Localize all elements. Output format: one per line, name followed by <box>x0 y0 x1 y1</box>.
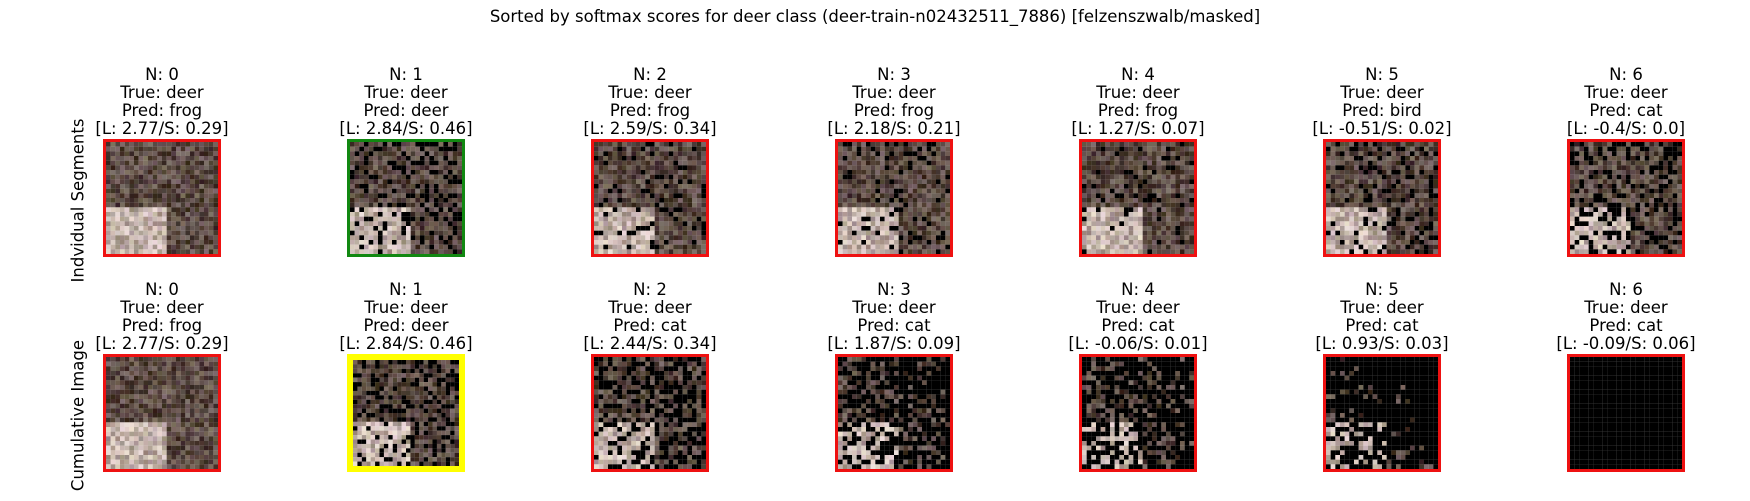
panel-title-pred: Pred: frog <box>1016 102 1260 120</box>
panel-title-scores: [L: 2.18/S: 0.21] <box>772 120 1016 138</box>
panel-title-scores: [L: 2.59/S: 0.34] <box>528 120 772 138</box>
panel-title-pred: Pred: cat <box>1504 102 1748 120</box>
panel-title-n: N: 2 <box>528 66 772 84</box>
masked-image-thumbnail <box>1323 354 1441 472</box>
panel-title-n: N: 6 <box>1504 281 1748 299</box>
panel-title-true: True: deer <box>1016 84 1260 102</box>
masked-image-thumbnail <box>591 139 709 257</box>
panel-title-true: True: deer <box>40 299 284 317</box>
panel-title-true: True: deer <box>284 84 528 102</box>
panel-title-n: N: 5 <box>1260 281 1504 299</box>
panel-title-scores: [L: -0.4/S: 0.0] <box>1504 120 1748 138</box>
panel-title-pred: Pred: cat <box>1504 317 1748 335</box>
panel-title-pred: Pred: frog <box>772 102 1016 120</box>
panel-title-pred: Pred: deer <box>284 317 528 335</box>
panel-title-scores: [L: 2.77/S: 0.29] <box>40 120 284 138</box>
panel-title-scores: [L: -0.09/S: 0.06] <box>1504 335 1748 353</box>
masked-image-thumbnail <box>1079 354 1197 472</box>
panel-title-n: N: 6 <box>1504 66 1748 84</box>
panel-title-scores: [L: 2.84/S: 0.46] <box>284 120 528 138</box>
panel-title-scores: [L: 2.44/S: 0.34] <box>528 335 772 353</box>
panel-title-n: N: 2 <box>528 281 772 299</box>
panel-title-scores: [L: 1.87/S: 0.09] <box>772 335 1016 353</box>
panel-title-true: True: deer <box>40 84 284 102</box>
panel-title-true: True: deer <box>1260 84 1504 102</box>
panel-title-true: True: deer <box>772 299 1016 317</box>
row-label-cumulative: Cumulative Image <box>69 331 88 501</box>
masked-image-thumbnail <box>835 354 953 472</box>
panel-title-pred: Pred: cat <box>1260 317 1504 335</box>
panel-title-true: True: deer <box>1504 84 1748 102</box>
panel-title-scores: [L: -0.06/S: 0.01] <box>1016 335 1260 353</box>
panel-title-true: True: deer <box>1260 299 1504 317</box>
panel-title-scores: [L: 1.27/S: 0.07] <box>1016 120 1260 138</box>
panel-title-true: True: deer <box>528 299 772 317</box>
panel-title-true: True: deer <box>772 84 1016 102</box>
panel-title-pred: Pred: cat <box>528 317 772 335</box>
panel-title-scores: [L: 2.84/S: 0.46] <box>284 335 528 353</box>
masked-image-thumbnail <box>591 354 709 472</box>
panel-title-true: True: deer <box>284 299 528 317</box>
figure-title: Sorted by softmax scores for deer class … <box>0 7 1750 26</box>
panel-title-n: N: 1 <box>284 281 528 299</box>
panel-title-pred: Pred: frog <box>40 317 284 335</box>
panel-title-scores: [L: -0.51/S: 0.02] <box>1260 120 1504 138</box>
panel-title-n: N: 0 <box>40 281 284 299</box>
masked-image-thumbnail <box>103 139 221 257</box>
panel-title-scores: [L: 2.77/S: 0.29] <box>40 335 284 353</box>
masked-image-thumbnail <box>347 354 465 472</box>
panel-title-pred: Pred: frog <box>40 102 284 120</box>
masked-image-thumbnail <box>835 139 953 257</box>
panel-title-n: N: 4 <box>1016 66 1260 84</box>
panel-title-pred: Pred: cat <box>772 317 1016 335</box>
panel-title-n: N: 1 <box>284 66 528 84</box>
panel-title-n: N: 5 <box>1260 66 1504 84</box>
row-label-segments: Indvidual Segments <box>69 116 88 286</box>
masked-image-thumbnail <box>1079 139 1197 257</box>
panel-title-n: N: 3 <box>772 66 1016 84</box>
masked-image-thumbnail <box>1323 139 1441 257</box>
panel-title-scores: [L: 0.93/S: 0.03] <box>1260 335 1504 353</box>
masked-image-thumbnail <box>1567 354 1685 472</box>
panel-title-n: N: 4 <box>1016 281 1260 299</box>
panel-title-true: True: deer <box>1504 299 1748 317</box>
panel-title-n: N: 3 <box>772 281 1016 299</box>
masked-image-thumbnail <box>1567 139 1685 257</box>
panel-title-pred: Pred: deer <box>284 102 528 120</box>
panel-title-pred: Pred: cat <box>1016 317 1260 335</box>
masked-image-thumbnail <box>347 139 465 257</box>
panel-title-pred: Pred: frog <box>528 102 772 120</box>
panel-title-true: True: deer <box>1016 299 1260 317</box>
panel-title-pred: Pred: bird <box>1260 102 1504 120</box>
panel-title-n: N: 0 <box>40 66 284 84</box>
panel-title-true: True: deer <box>528 84 772 102</box>
masked-image-thumbnail <box>103 354 221 472</box>
